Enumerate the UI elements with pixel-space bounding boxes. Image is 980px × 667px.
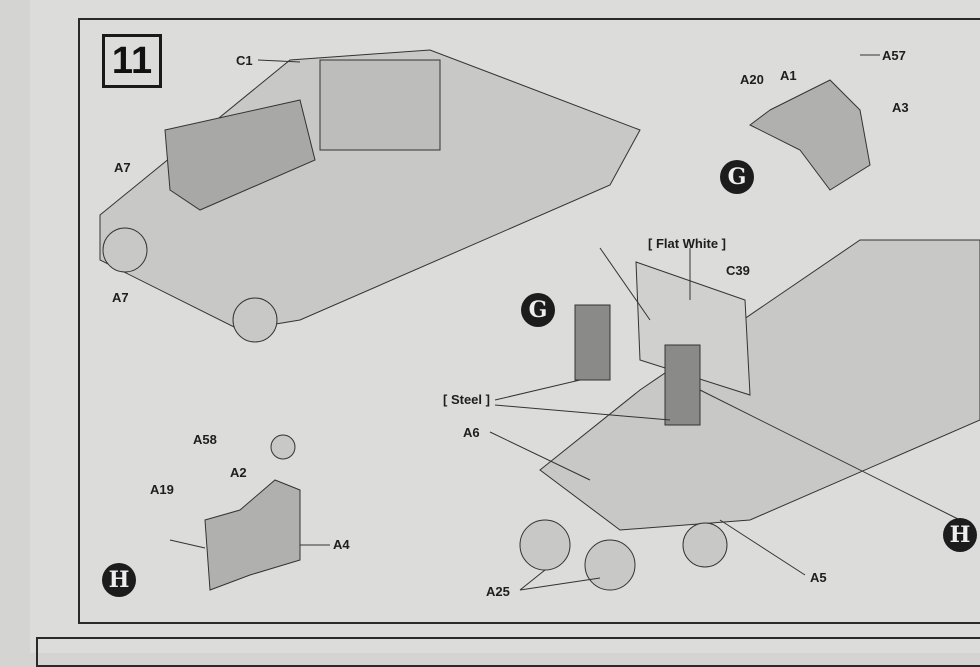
label-a25: A25 xyxy=(486,584,510,599)
part-group-g xyxy=(749,79,871,191)
label-a4: A4 xyxy=(333,537,350,552)
label-a7-top: A7 xyxy=(114,160,131,175)
label-a57: A57 xyxy=(882,48,906,63)
label-a7-bottom: A7 xyxy=(112,290,129,305)
label-a2: A2 xyxy=(230,465,247,480)
callout-g-top: G xyxy=(720,160,754,194)
label-a20: A20 xyxy=(740,72,764,87)
label-a5: A5 xyxy=(810,570,827,585)
part-group-h xyxy=(204,479,301,591)
step-number: 11 xyxy=(102,34,162,88)
label-a58: A58 xyxy=(193,432,217,447)
hull-lower xyxy=(539,239,980,531)
label-a6: A6 xyxy=(463,425,480,440)
label-c1: C1 xyxy=(236,53,253,68)
assembly-drawing xyxy=(99,49,980,591)
label-a1: A1 xyxy=(780,68,797,83)
callout-h-left: H xyxy=(102,563,136,597)
label-a3: A3 xyxy=(892,100,909,115)
label-steel: [ Steel ] xyxy=(443,392,490,407)
callout-g-mid: G xyxy=(521,293,555,327)
label-flat-white: [ Flat White ] xyxy=(648,236,726,251)
callout-h-right: H xyxy=(943,518,977,552)
step-frame xyxy=(78,18,980,624)
engine xyxy=(164,99,316,211)
label-a19: A19 xyxy=(150,482,174,497)
label-c39: C39 xyxy=(726,263,750,278)
